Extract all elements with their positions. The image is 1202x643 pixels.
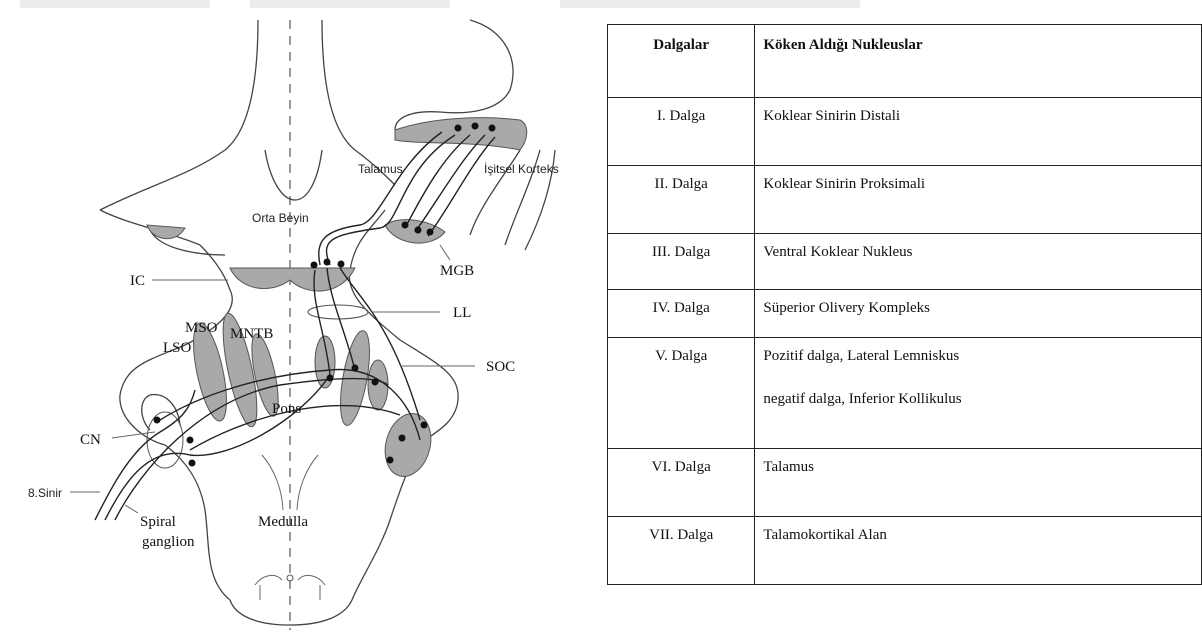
- origin-line-2: negatif dalga, Inferior Kollikulus: [763, 391, 1201, 408]
- label-medulla: Medulla: [258, 514, 308, 530]
- origin-cell: Süperior Olivery Kompleks: [755, 290, 1202, 338]
- table-row: VI. Dalga Talamus: [608, 449, 1202, 517]
- table-row: IV. Dalga Süperior Olivery Kompleks: [608, 290, 1202, 338]
- wave-cell: IV. Dalga: [608, 290, 755, 338]
- origin-cell: Talamokortikal Alan: [755, 517, 1202, 585]
- wave-cell: II. Dalga: [608, 166, 755, 234]
- origin-cell: Koklear Sinirin Proksimali: [755, 166, 1202, 234]
- origin-cell: Ventral Koklear Nukleus: [755, 234, 1202, 290]
- label-orta-beyin: Orta Beyin: [252, 211, 309, 225]
- label-8-sinir: 8.Sinir: [28, 486, 62, 500]
- left-colliculus: [147, 225, 185, 239]
- auditory-cortex: [395, 20, 555, 250]
- table-row: II. Dalga Koklear Sinirin Proksimali: [608, 166, 1202, 234]
- top-decoration-right: [560, 0, 860, 8]
- origin-cell: Koklear Sinirin Distali: [755, 98, 1202, 166]
- table-row: I. Dalga Koklear Sinirin Distali: [608, 98, 1202, 166]
- header-dalgalar: Dalgalar: [608, 25, 755, 98]
- label-ll: LL: [453, 305, 471, 321]
- auditory-pathway-diagram: Talamus İşitsel Korteks Orta Beyin IC MG…: [0, 0, 600, 643]
- wave-cell: V. Dalga: [608, 338, 755, 449]
- soc-right-3: [368, 360, 388, 410]
- origin-cell: Talamus: [755, 449, 1202, 517]
- label-mntb: MNTB: [230, 326, 273, 342]
- label-cn: CN: [80, 432, 101, 448]
- wave-cell: VII. Dalga: [608, 517, 755, 585]
- wave-origin-table: Dalgalar Köken Aldığı Nukleuslar I. Dalg…: [607, 24, 1202, 585]
- table-header-row: Dalgalar Köken Aldığı Nukleuslar: [608, 25, 1202, 98]
- label-ganglion: ganglion: [142, 534, 195, 550]
- wave-cell: VI. Dalga: [608, 449, 755, 517]
- inferior-colliculus: [230, 268, 355, 291]
- wave-cell: III. Dalga: [608, 234, 755, 290]
- label-ic: IC: [130, 273, 145, 289]
- label-pons: Pons: [272, 401, 301, 417]
- label-soc: SOC: [486, 359, 515, 375]
- label-isitsel-korteks: İşitsel Korteks: [484, 162, 559, 176]
- table-row: III. Dalga Ventral Koklear Nukleus: [608, 234, 1202, 290]
- label-talamus: Talamus: [358, 162, 403, 176]
- table-row: V. Dalga Pozitif dalga, Lateral Lemnisku…: [608, 338, 1202, 449]
- wave-cell: I. Dalga: [608, 98, 755, 166]
- label-lso: LSO: [163, 340, 192, 356]
- label-spiral: Spiral: [140, 514, 176, 530]
- axon-pathways: [95, 132, 495, 520]
- origin-line-1: Pozitif dalga, Lateral Lemniskus: [763, 348, 959, 364]
- neuron-cells: [154, 123, 496, 467]
- label-mso: MSO: [185, 320, 218, 336]
- table-row: VII. Dalga Talamokortikal Alan: [608, 517, 1202, 585]
- origin-cell: Pozitif dalga, Lateral Lemniskus negatif…: [755, 338, 1202, 449]
- cn-right: [378, 408, 437, 481]
- header-koken: Köken Aldığı Nukleuslar: [755, 25, 1202, 98]
- label-mgb: MGB: [440, 263, 474, 279]
